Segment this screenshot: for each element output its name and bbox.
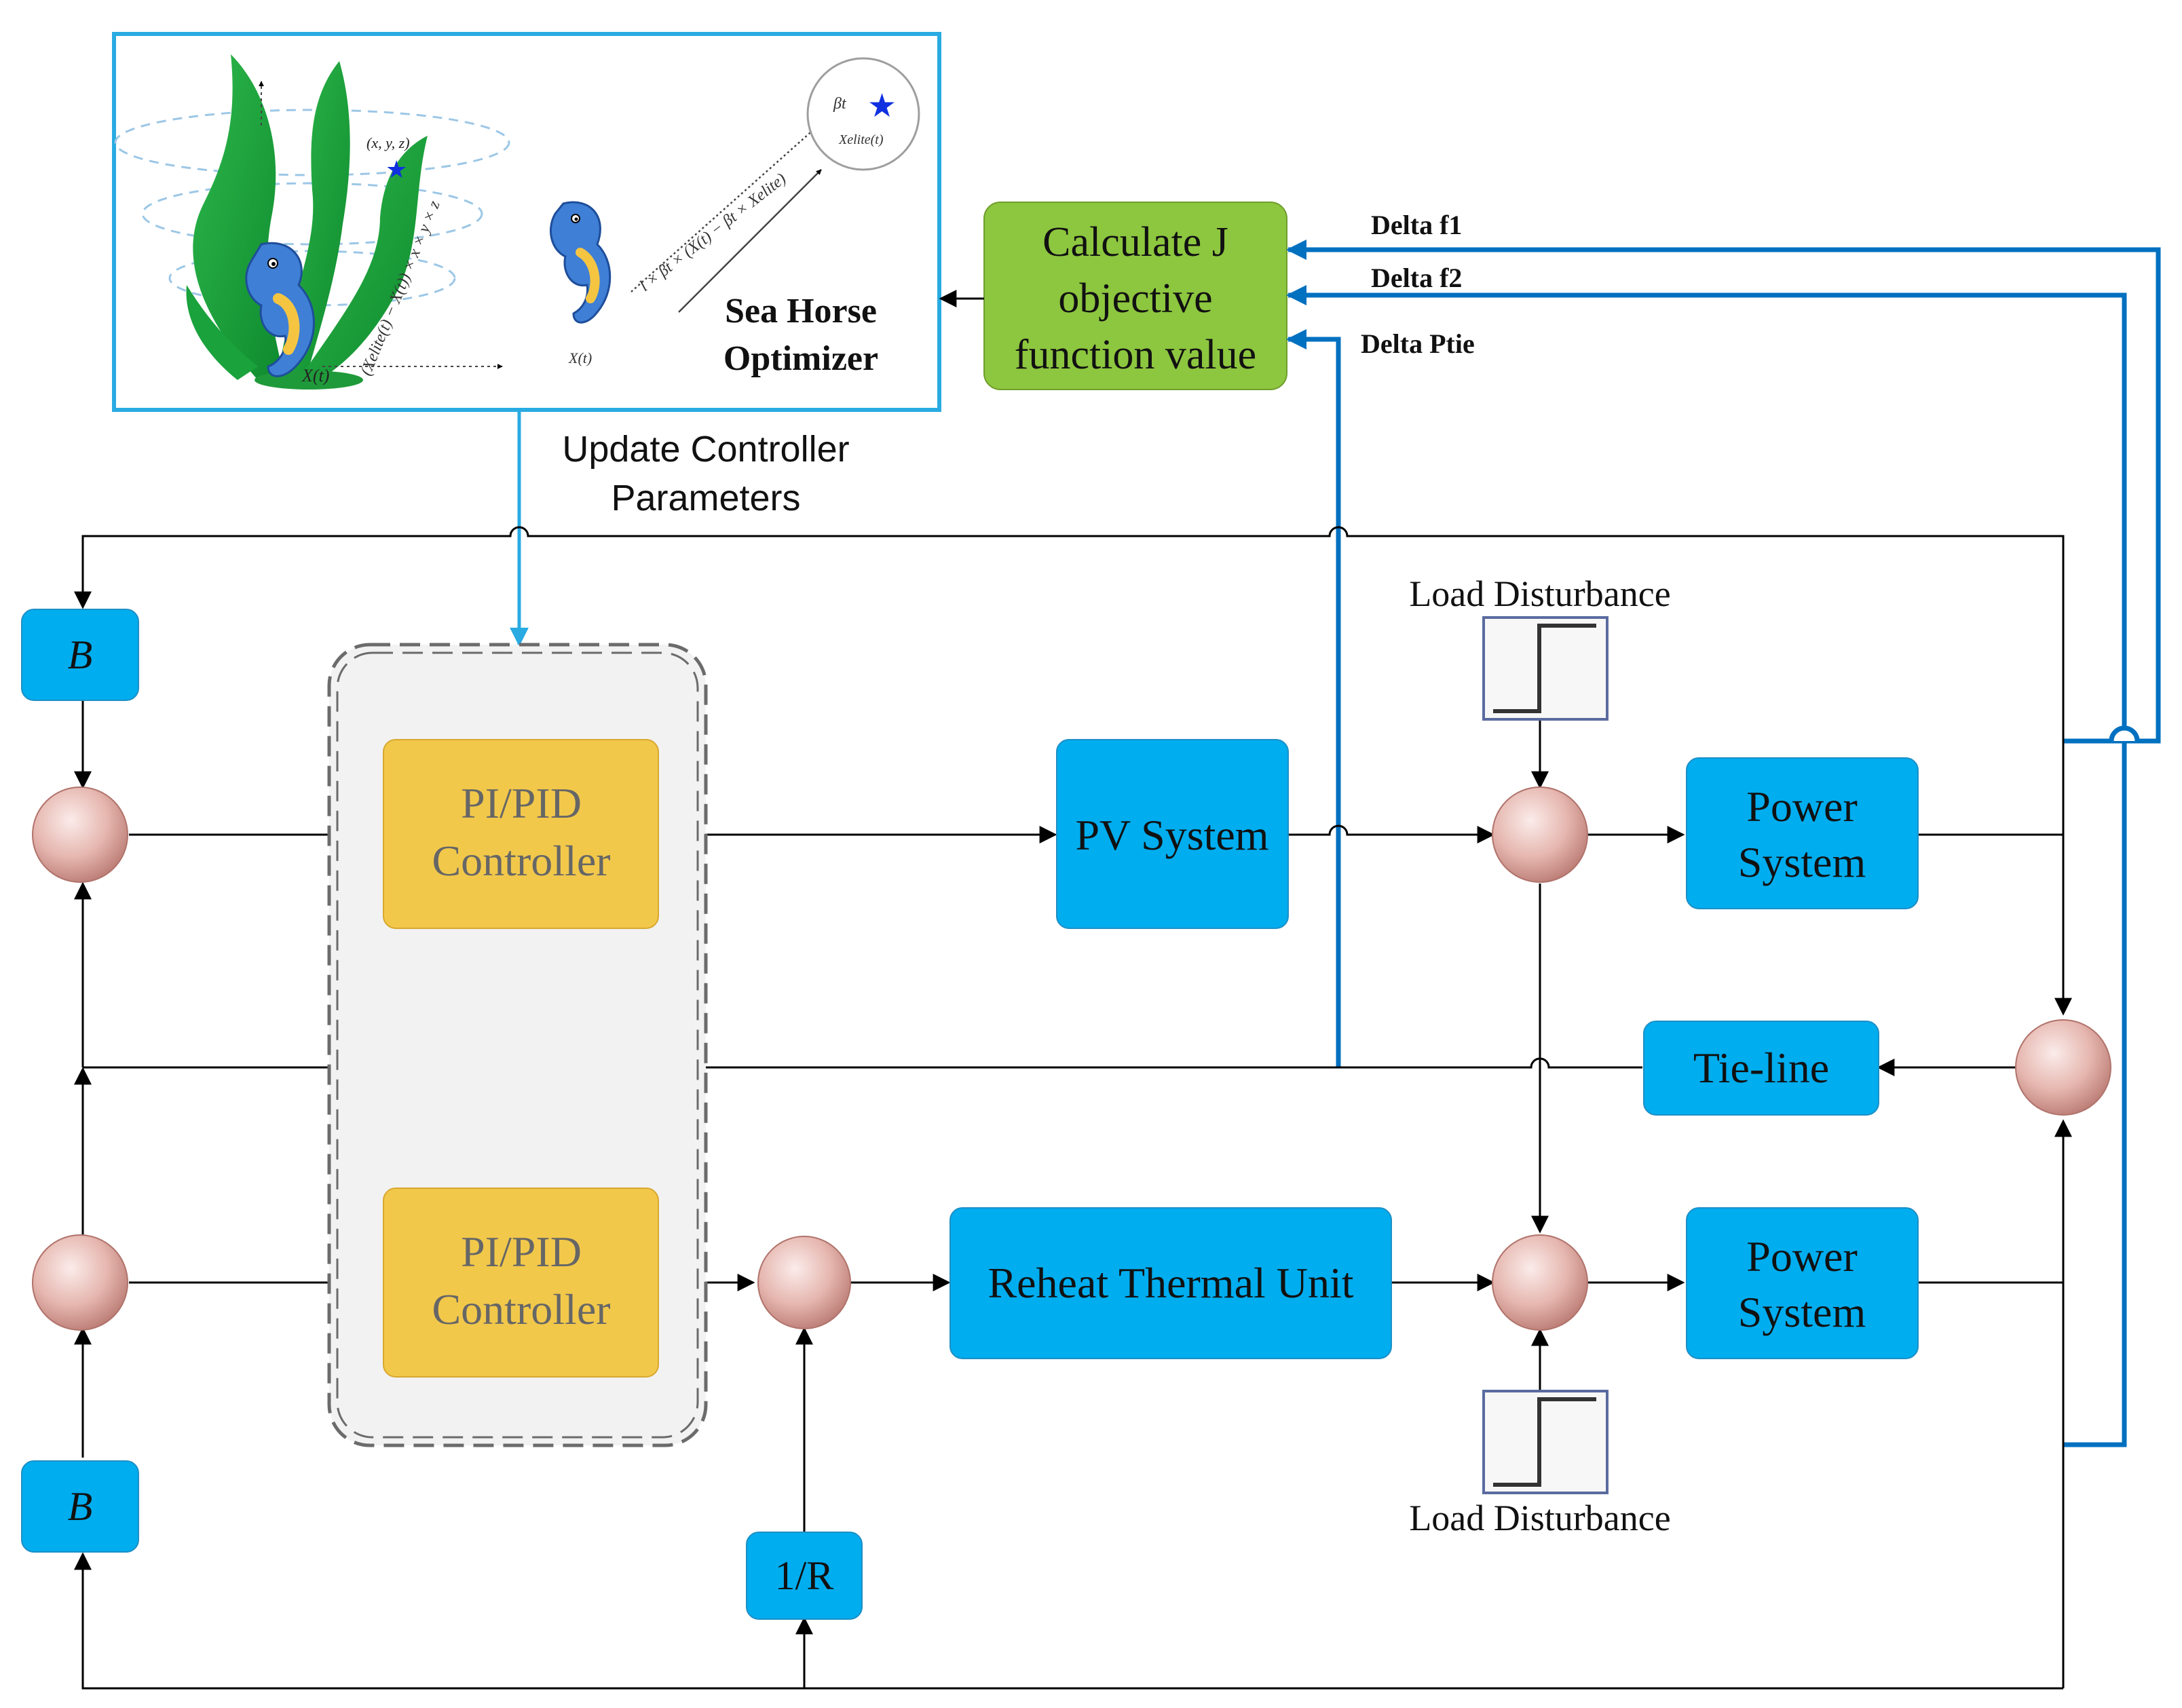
controller-1-box [383, 739, 659, 929]
one-over-r-box [746, 1532, 863, 1620]
reheat-thermal-block: Reheat Thermal Unit [949, 1207, 1392, 1359]
feedback-delta-f2 [1286, 285, 2127, 741]
reheat-thermal-box [949, 1207, 1392, 1359]
feedback-delta-ptie [1286, 329, 1341, 1067]
seahorse-small-icon [549, 201, 612, 324]
b-block-bottom-box [21, 1460, 139, 1553]
controllers-container-inner [336, 651, 699, 1439]
controller-1-line2: Controller [432, 837, 610, 885]
power-system-2-line2: System [1738, 1288, 1866, 1336]
optimizer-title-line2: Optimizer [723, 339, 878, 378]
label-xt-small: X(t) [568, 349, 592, 366]
controller-2-box [383, 1188, 659, 1378]
calculate-j-block: Calculate J objective function value [983, 202, 1287, 390]
power-system-2-block: Power System [1686, 1207, 1919, 1359]
sea-horse-optimizer-panel: X(t) (x, y, z) ★ (Xelite(t) − X(t)) × x … [112, 32, 941, 412]
dotted-arrow-diagonal-1 [631, 128, 815, 292]
elite-star-icon: ★ [867, 87, 897, 125]
feedback-delta-f1 [1286, 240, 2161, 744]
power-system-2-box [1686, 1207, 1919, 1359]
b-block-bottom: B [21, 1460, 139, 1553]
optimizer-title-line1: Sea Horse [725, 292, 877, 330]
update-label-line2: Parameters [611, 478, 800, 518]
controller-1-line1: PI/PID [461, 779, 582, 827]
pv-system-label: PV System [1075, 811, 1268, 859]
pv-system-box [1056, 739, 1289, 929]
sum-junction-area2 [32, 1234, 128, 1331]
calc-line1: Calculate J [1042, 219, 1228, 265]
load-disturbance-top-label: Load Disturbance [1409, 573, 1670, 614]
signal-lines [74, 526, 2072, 1690]
signal-delta-f1: Delta f1 [1371, 210, 1462, 240]
b-block-top-label: B [68, 632, 93, 677]
controller-2-line2: Controller [432, 1285, 610, 1333]
elite-target-circle [806, 57, 920, 171]
controller-1: PI/PID Controller [383, 739, 659, 929]
signal-delta-f2: Delta f2 [1371, 263, 1462, 293]
step-signal-bottom-icon [1482, 1390, 1609, 1494]
hop-f2-over-f1 [2109, 725, 2140, 742]
reheat-thermal-label: Reheat Thermal Unit [987, 1259, 1353, 1307]
label-xt-main: X(t) [301, 366, 329, 385]
label-xyz: (x, y, z) [366, 134, 410, 151]
tieline-box [1643, 1021, 1879, 1116]
calc-line3: function value [1015, 332, 1256, 378]
one-over-r-label: 1/R [775, 1553, 834, 1598]
b-block-bottom-label: B [68, 1484, 93, 1529]
load-disturbance-bottom-label: Load Disturbance [1409, 1498, 1670, 1538]
seahorse-main-icon [245, 242, 315, 377]
b-block-top: B [21, 609, 139, 701]
solid-arrow-diagonal [678, 169, 822, 313]
tieline-block: Tie-line [1643, 1021, 1879, 1116]
controller-2-line1: PI/PID [461, 1228, 582, 1276]
sum-junction-disturbance-1 [1492, 786, 1588, 883]
controller-2: PI/PID Controller [383, 1188, 659, 1378]
update-label-line1: Update Controller [562, 429, 849, 470]
pv-system-block: PV System [1056, 739, 1289, 929]
b-block-top-box [21, 609, 139, 701]
star-icon: ★ [385, 156, 407, 184]
power-system-2-line1: Power [1746, 1232, 1858, 1280]
step-signal-top-icon [1482, 616, 1609, 721]
power-system-1-line2: System [1738, 838, 1866, 886]
label-xelite: Xelite(t) [838, 132, 884, 147]
calc-line2: objective [1058, 276, 1212, 322]
power-system-1-block: Power System [1686, 757, 1919, 909]
power-system-1-box [1686, 757, 1919, 909]
label-beta: βt [833, 95, 847, 113]
sum-junction-disturbance-2 [1492, 1234, 1588, 1331]
sum-junction-droop [757, 1236, 851, 1329]
signal-delta-ptie: Delta Ptie [1361, 328, 1475, 359]
one-over-r-block: 1/R [746, 1532, 863, 1620]
power-system-1-line1: Power [1746, 782, 1858, 831]
tieline-label: Tie-line [1693, 1044, 1829, 1092]
sum-junction-area1 [32, 786, 128, 883]
sum-junction-tieline [2015, 1019, 2111, 1116]
